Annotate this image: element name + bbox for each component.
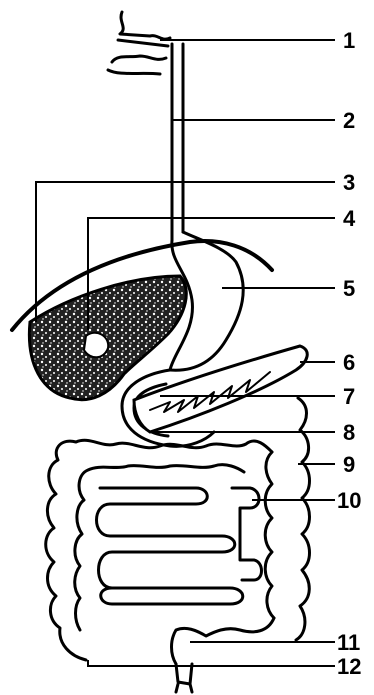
label-numbers: 1 2 3 4 5 6 7 8 9 10 11 12 xyxy=(337,28,361,679)
label-4: 4 xyxy=(343,206,356,231)
label-3: 3 xyxy=(343,170,355,195)
small-intestine xyxy=(97,488,243,604)
label-7: 7 xyxy=(343,384,355,409)
mouth xyxy=(108,12,170,74)
small-intestine-coils xyxy=(232,488,262,580)
label-12: 12 xyxy=(337,654,361,679)
label-6: 6 xyxy=(343,350,355,375)
ascending-colon-outer xyxy=(296,398,310,640)
gallbladder xyxy=(84,333,108,357)
liver xyxy=(29,276,186,400)
label-1: 1 xyxy=(343,28,355,53)
anus xyxy=(176,684,192,692)
label-2: 2 xyxy=(343,108,355,133)
label-9: 9 xyxy=(343,452,355,477)
esophagus xyxy=(172,44,183,240)
label-8: 8 xyxy=(343,420,355,445)
ascending-colon xyxy=(265,452,274,618)
pancreas xyxy=(134,346,307,432)
label-10: 10 xyxy=(337,488,361,513)
leader-line-12 xyxy=(88,660,335,666)
label-11: 11 xyxy=(337,630,360,655)
label-5: 5 xyxy=(343,276,355,301)
